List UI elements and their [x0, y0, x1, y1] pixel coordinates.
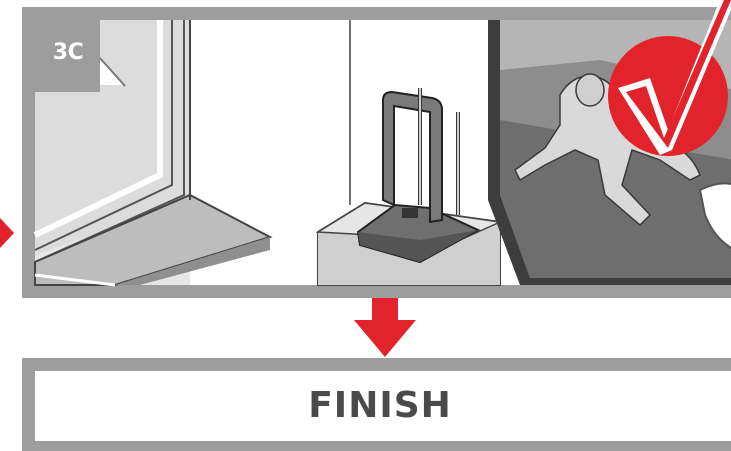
arrow-right-icon	[0, 218, 14, 248]
arrow-down-icon	[354, 298, 416, 357]
step-panel	[22, 0, 731, 298]
step-label: 3C	[36, 34, 100, 72]
finish-label: FINISH	[30, 368, 730, 444]
